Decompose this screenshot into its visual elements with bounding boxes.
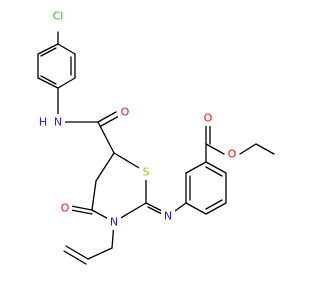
- bond-benz-3-inner: [205, 166, 223, 177]
- bond-aryl-6: [37, 43, 59, 55]
- atom-label-ring-s: S: [143, 166, 150, 179]
- bond-c5-c4: [91, 180, 97, 211]
- bond-carbonyl-c6: [97, 121, 115, 154]
- bond-ethyl: [255, 143, 275, 155]
- bond-aryl-1: [57, 43, 76, 55]
- bond-benz-3: [205, 161, 227, 174]
- bond-ring-co-b: [70, 209, 93, 215]
- bond-c6-c5: [95, 152, 115, 182]
- canvas-background: [0, 0, 300, 300]
- bond-ester-c-o: [205, 143, 225, 155]
- atom-label-imine-n: N: [164, 210, 172, 223]
- atom-label-ester-carbonyl-o: O: [204, 112, 213, 125]
- bond-benz-5-inner: [205, 199, 223, 210]
- bond-amide-co-b: [100, 115, 120, 127]
- bond-ring-co-a: [70, 205, 93, 211]
- bond-aryl-3: [57, 77, 76, 89]
- atom-label-layer: Cl N H O S O N N O O: [37, 8, 239, 230]
- bond-benz-5: [205, 202, 227, 215]
- bond-amide-co-a: [97, 111, 117, 123]
- molecule-structure: Cl N H O S O N N O O: [0, 0, 300, 300]
- atom-label-cl: Cl: [53, 10, 64, 23]
- atom-label-ring-o: O: [61, 202, 70, 215]
- bond-ester-o-ch2: [239, 143, 257, 155]
- bond-allyl-2: [87, 247, 113, 260]
- atom-label-ring-n: N: [110, 216, 118, 229]
- bond-allyl-3-b: [63, 250, 87, 265]
- atom-label-amide-o: O: [121, 106, 130, 119]
- bond-aryl-4-inner: [40, 75, 57, 85]
- atom-label-amide-n: N: [54, 116, 62, 129]
- bond-allyl-3-a: [65, 245, 89, 260]
- bond-benz-6: [185, 202, 207, 215]
- atom-label-ester-o: O: [228, 148, 237, 161]
- bond-aryl-4: [37, 77, 59, 89]
- bond-aryl-6-inner: [40, 47, 57, 57]
- atom-label-amide-h: H: [39, 116, 47, 129]
- bond-benz-2: [185, 161, 207, 174]
